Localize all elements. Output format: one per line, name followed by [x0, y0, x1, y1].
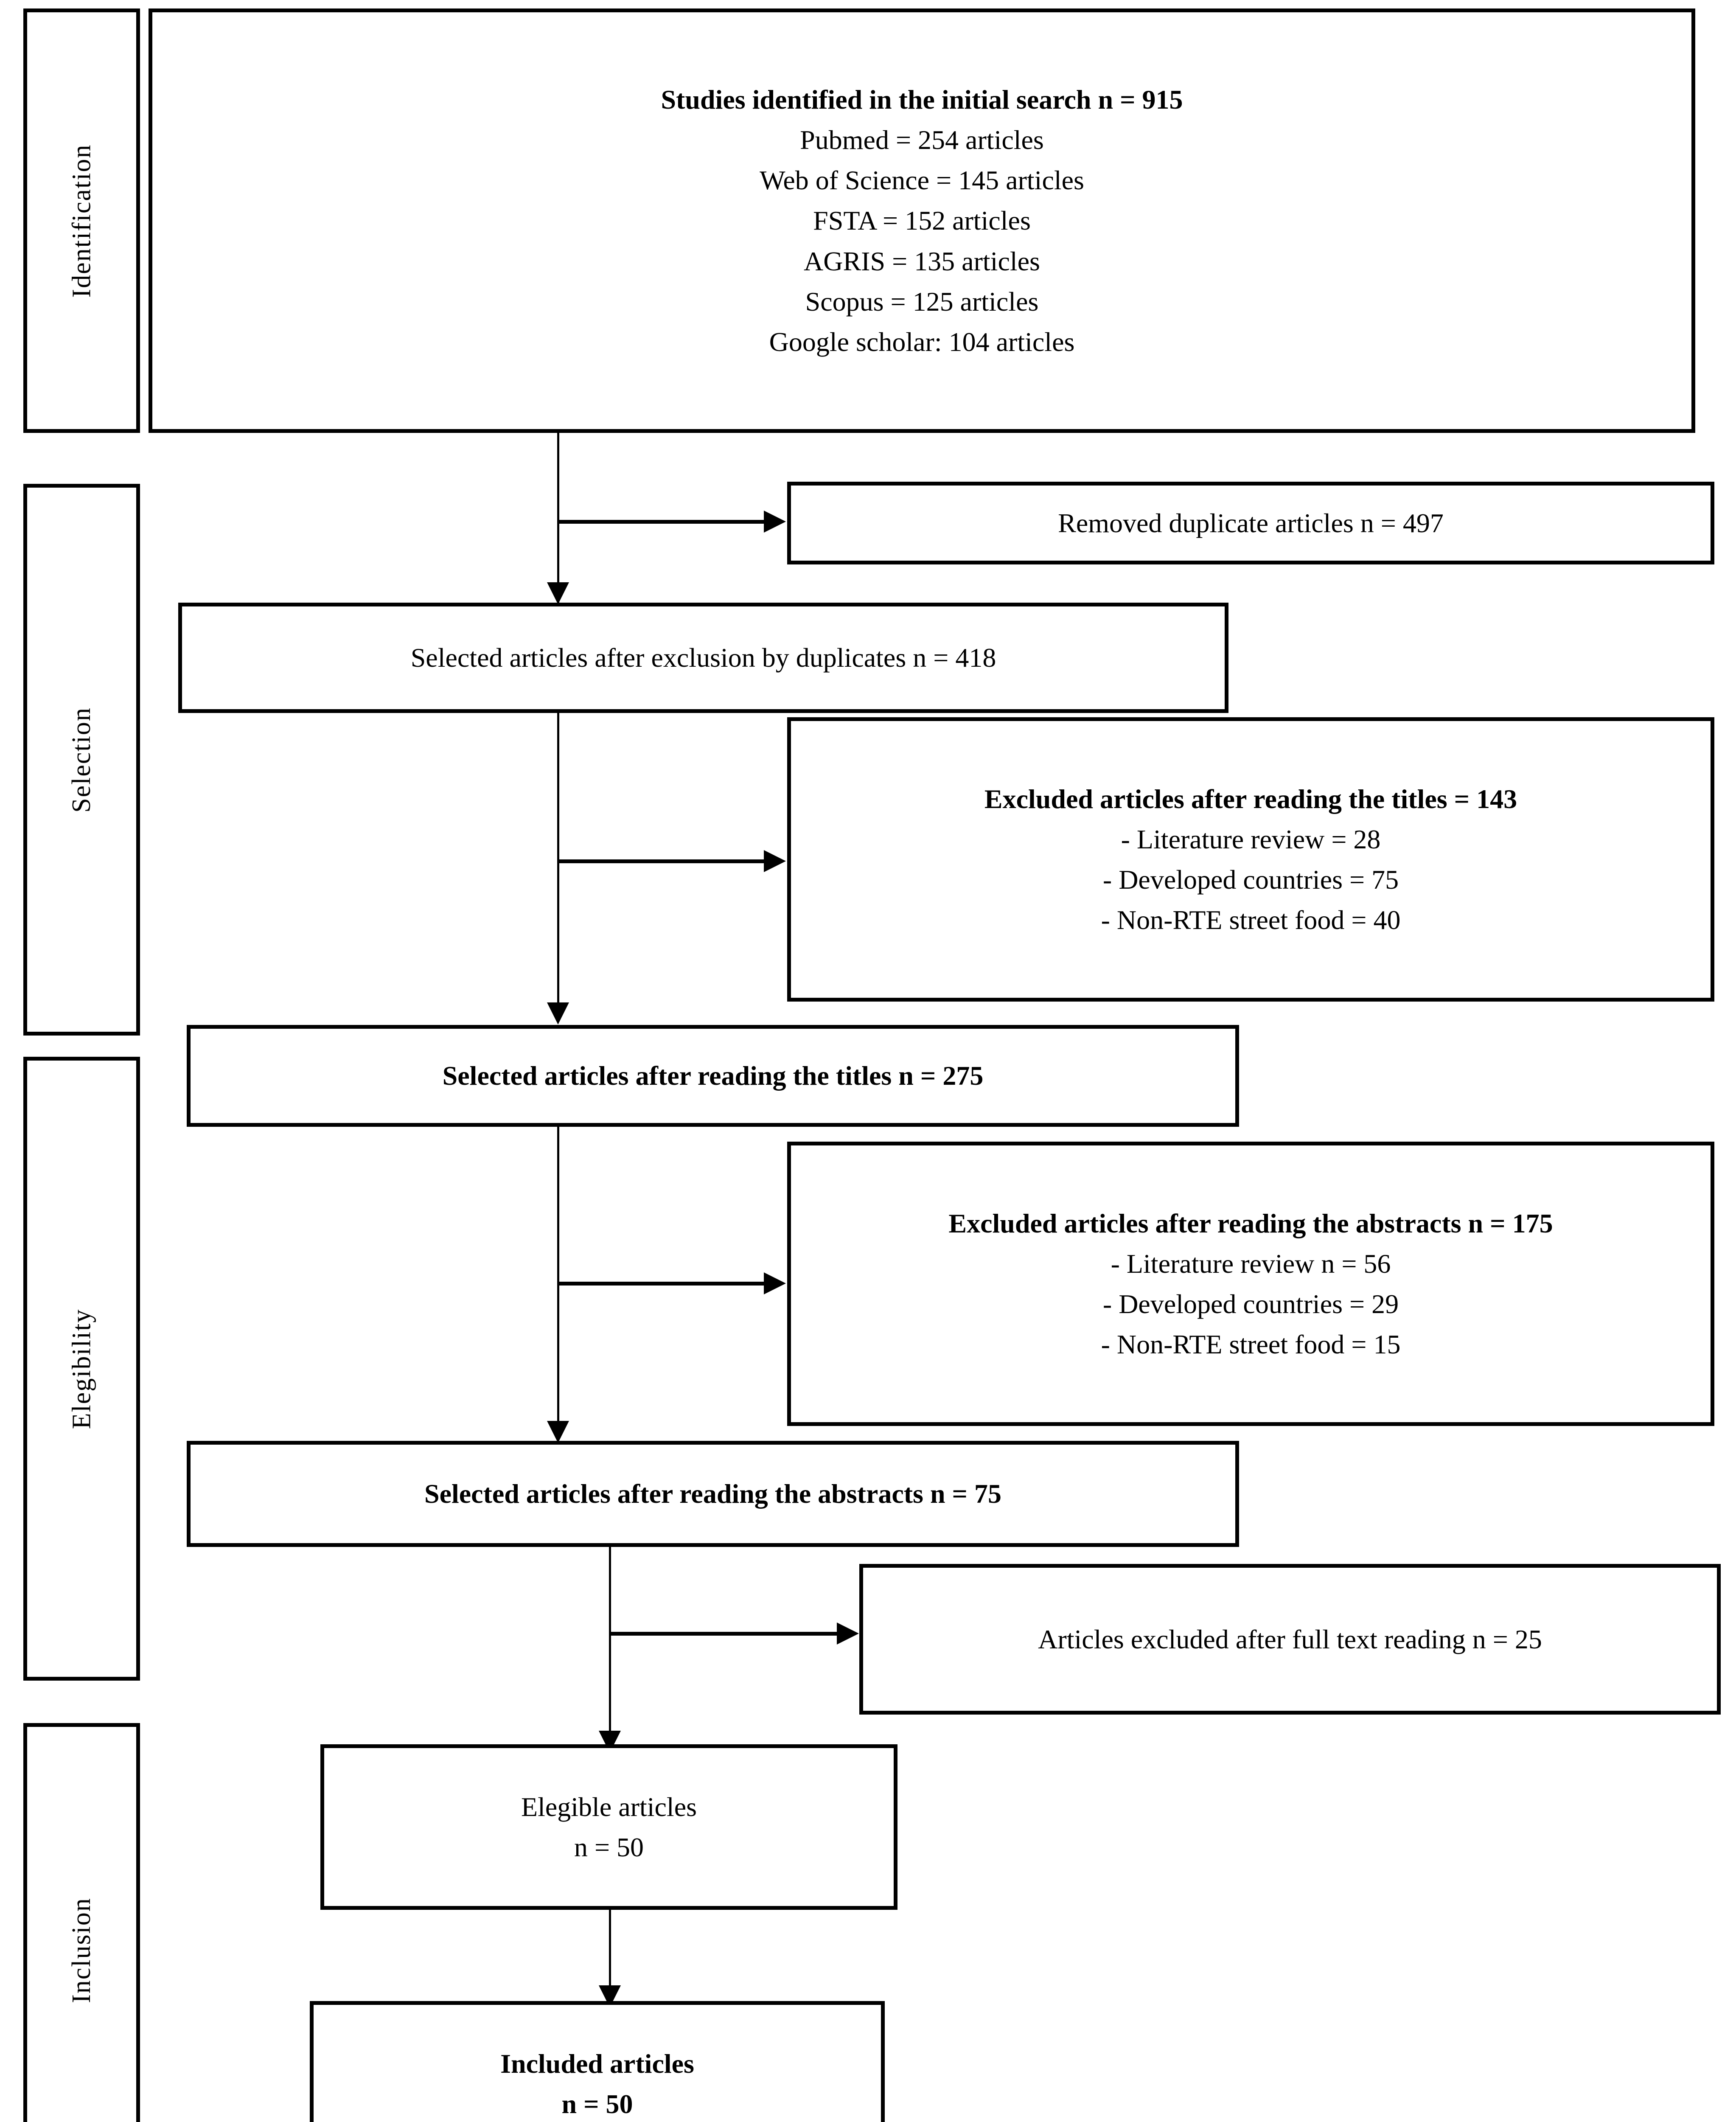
- box-elegible-articles-label: Elegible articles: [521, 1791, 697, 1822]
- connector-after-titles-to-after-abstracts: [557, 1127, 559, 1424]
- box-excluded-after-titles: Excluded articles after reading the titl…: [787, 717, 1714, 1002]
- box-removed-duplicates-heading: Removed duplicate articles n = 497: [1058, 508, 1444, 538]
- box-excluded-after-abstracts-reason-literature-review: - Literature review n = 56: [1111, 1248, 1391, 1279]
- box-elegible-articles: Elegible articles n = 50: [320, 1744, 897, 1910]
- stage-label-elegibility-text: Elegibility: [67, 1308, 96, 1429]
- box-selected-after-titles: Selected articles after reading the titl…: [187, 1025, 1239, 1127]
- arrow-right-to-excluded-fulltext: [837, 1622, 859, 1645]
- box-excluded-after-abstracts-heading: Excluded articles after reading the abst…: [948, 1208, 1553, 1238]
- box-excluded-after-titles-reason-literature-review: - Literature review = 28: [1121, 824, 1381, 854]
- arrow-right-to-excluded-titles: [764, 850, 786, 872]
- box-studies-identified-line-gscholar: Google scholar: 104 articles: [769, 326, 1075, 357]
- box-studies-identified-line-wos: Web of Science = 145 articles: [760, 165, 1084, 196]
- box-studies-identified-line-fsta: FSTA = 152 articles: [813, 205, 1031, 236]
- stage-label-inclusion-text: Inclusion: [67, 1897, 96, 2003]
- box-studies-identified-line-pubmed: Pubmed = 254 articles: [800, 125, 1044, 155]
- stage-label-identification-text: Identification: [67, 144, 96, 298]
- box-studies-identified-line-scopus: Scopus = 125 articles: [805, 286, 1039, 317]
- box-included-articles: Included articles n = 50: [310, 2001, 885, 2122]
- stage-label-inclusion: Inclusion: [23, 1723, 140, 2122]
- box-selected-after-duplicates-heading: Selected articles after exclusion by dup…: [410, 643, 996, 673]
- box-removed-duplicates: Removed duplicate articles n = 497: [787, 482, 1714, 564]
- box-excluded-after-fulltext-heading: Articles excluded after full text readin…: [1038, 1624, 1542, 1654]
- connector-branch-to-excluded-fulltext: [609, 1632, 838, 1636]
- box-excluded-after-abstracts: Excluded articles after reading the abst…: [787, 1142, 1714, 1426]
- connector-identified-to-after-duplicates: [557, 433, 559, 603]
- box-selected-after-duplicates: Selected articles after exclusion by dup…: [178, 603, 1228, 713]
- arrow-right-to-removed-duplicates: [764, 511, 786, 533]
- arrow-down-to-after-duplicates: [547, 582, 569, 604]
- connector-elegible-to-included: [609, 1910, 611, 1990]
- box-elegible-articles-count: n = 50: [574, 1832, 644, 1862]
- box-excluded-after-titles-reason-non-rte: - Non-RTE street food = 40: [1101, 905, 1401, 935]
- box-excluded-after-abstracts-reason-non-rte: - Non-RTE street food = 15: [1101, 1329, 1401, 1360]
- box-included-articles-count: n = 50: [561, 2089, 633, 2119]
- connector-branch-to-excluded-titles: [557, 859, 765, 863]
- box-studies-identified-line-agris: AGRIS = 135 articles: [804, 246, 1040, 276]
- box-excluded-after-abstracts-reason-developed-countries: - Developed countries = 29: [1102, 1289, 1399, 1319]
- box-excluded-after-titles-reason-developed-countries: - Developed countries = 75: [1102, 865, 1399, 895]
- arrow-right-to-excluded-abstracts: [764, 1272, 786, 1294]
- box-selected-after-titles-heading: Selected articles after reading the titl…: [442, 1061, 984, 1091]
- connector-branch-to-removed-duplicates: [557, 520, 765, 524]
- stage-label-identification: Identification: [23, 8, 140, 433]
- box-selected-after-abstracts: Selected articles after reading the abst…: [187, 1441, 1239, 1547]
- stage-label-elegibility: Elegibility: [23, 1057, 140, 1681]
- box-excluded-after-titles-heading: Excluded articles after reading the titl…: [984, 783, 1517, 814]
- stage-label-selection-text: Selection: [67, 707, 96, 813]
- box-studies-identified-heading: Studies identified in the initial search…: [661, 84, 1183, 115]
- arrow-down-to-after-abstracts: [547, 1421, 569, 1443]
- connector-after-abstracts-to-elegible: [609, 1547, 611, 1734]
- box-studies-identified: Studies identified in the initial search…: [149, 8, 1695, 433]
- box-selected-after-abstracts-heading: Selected articles after reading the abst…: [424, 1479, 1002, 1509]
- box-excluded-after-fulltext: Articles excluded after full text readin…: [859, 1564, 1721, 1715]
- arrow-down-to-after-titles: [547, 1002, 569, 1025]
- stage-label-selection: Selection: [23, 484, 140, 1036]
- box-included-articles-label: Included articles: [500, 2048, 694, 2079]
- connector-branch-to-excluded-abstracts: [557, 1282, 765, 1286]
